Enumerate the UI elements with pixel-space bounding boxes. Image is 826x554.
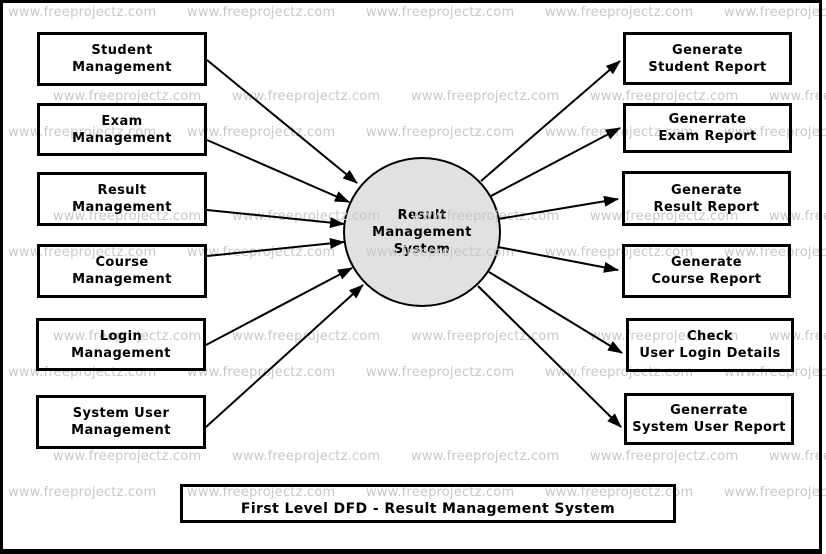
data-flow-arrow — [497, 246, 619, 273]
data-flow-arrow — [206, 209, 345, 229]
entity-label-line: System User — [72, 406, 170, 421]
watermark-text: www.freeprojectz.com — [53, 449, 202, 464]
watermark-text: www.freeprojectz.com — [769, 89, 826, 104]
watermark-text: www.freeprojectz.com — [8, 485, 157, 500]
entity-label-line: Generrate — [670, 403, 748, 418]
data-flow-arrow — [205, 267, 353, 346]
data-flow-arrow — [490, 127, 621, 197]
entity-label-line: Management — [72, 130, 172, 146]
watermark-text: www.freeprojectz.com — [187, 245, 336, 260]
watermark-text: www.freeprojectz.com — [411, 89, 560, 104]
watermark-text: www.freeprojectz.com — [366, 5, 515, 20]
entity-label-line: Generate — [671, 255, 742, 270]
data-flow-arrow — [206, 139, 350, 203]
watermark-text: www.freeprojectz.com — [53, 89, 202, 104]
data-flow-arrow — [205, 284, 364, 428]
data-flow-arrow — [480, 60, 621, 182]
entity-label-line: Check — [687, 329, 733, 344]
entity-label-line: System User Report — [632, 420, 786, 435]
data-flow-arrow — [477, 285, 622, 428]
watermark-text: www.freeprojectz.com — [187, 365, 336, 380]
entity-label-line: Course Report — [651, 272, 762, 287]
entity-label-line: Management — [71, 423, 171, 438]
watermark-text: www.freeprojectz.com — [724, 5, 826, 20]
entity-label-line: Result — [97, 183, 147, 198]
entity-label-line: Exam — [101, 113, 143, 129]
entity-label-line: Generate — [672, 42, 743, 58]
data-flow-arrow — [206, 237, 345, 257]
watermark-text: www.freeprojectz.com — [590, 89, 739, 104]
entity-label-line: Login — [99, 328, 143, 344]
entity-label-line: Management — [72, 60, 172, 75]
entity-label-line: Student — [91, 43, 153, 58]
watermark-text: www.freeprojectz.com — [8, 5, 157, 20]
watermark-text: www.freeprojectz.com — [590, 449, 739, 464]
entity-label-line: Generrate — [668, 112, 747, 127]
watermark-text: www.freeprojectz.com — [232, 329, 381, 344]
entity-label-line: Exam Report — [658, 129, 757, 144]
entity-label-line: Management — [71, 345, 171, 361]
entity-label-line: Management — [72, 200, 172, 215]
entity-label-line: User Login Details — [639, 346, 781, 361]
watermark-text: www.freeprojectz.com — [187, 125, 336, 140]
entity-label-line: Result Report — [653, 199, 760, 215]
entity-label-line: Student Report — [648, 59, 767, 75]
data-flow-arrow — [488, 271, 623, 354]
entity-label-line: Generate — [671, 182, 742, 198]
entity-label-line: Management — [72, 272, 172, 287]
data-flow-arrow — [497, 195, 619, 220]
process-label-line: Management — [372, 224, 472, 240]
process-label-line: Result — [397, 207, 447, 223]
watermark-text: www.freeprojectz.com — [724, 485, 826, 500]
entity-label-line: Course — [95, 255, 149, 270]
watermark-text: www.freeprojectz.com — [411, 449, 560, 464]
title-box: First Level DFD - Result Management Syst… — [180, 484, 676, 523]
watermark-text: www.freeprojectz.com — [411, 329, 560, 344]
watermark-text: www.freeprojectz.com — [545, 5, 694, 20]
watermark-text: www.freeprojectz.com — [232, 449, 381, 464]
watermark-text: www.freeprojectz.com — [366, 365, 515, 380]
watermark-text: www.freeprojectz.com — [769, 449, 826, 464]
diagram-title: First Level DFD - Result Management Syst… — [240, 501, 616, 517]
watermark-text: www.freeprojectz.com — [187, 5, 336, 20]
watermark-text: www.freeprojectz.com — [232, 89, 381, 104]
process-label-line: System — [393, 241, 451, 257]
data-flow-arrow — [206, 59, 358, 184]
watermark-text: www.freeprojectz.com — [366, 125, 515, 140]
